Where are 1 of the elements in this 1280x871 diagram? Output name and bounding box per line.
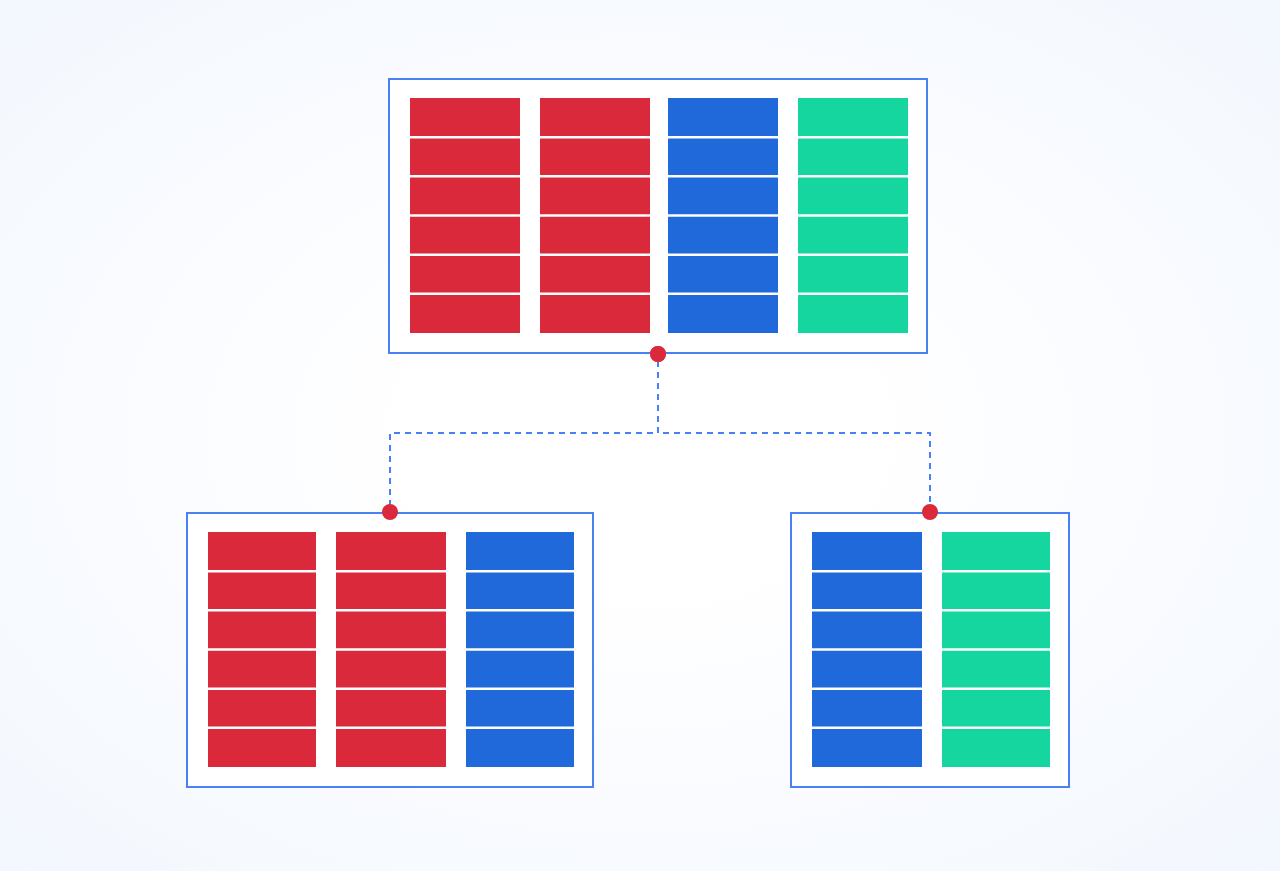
connector-line — [650, 346, 938, 520]
